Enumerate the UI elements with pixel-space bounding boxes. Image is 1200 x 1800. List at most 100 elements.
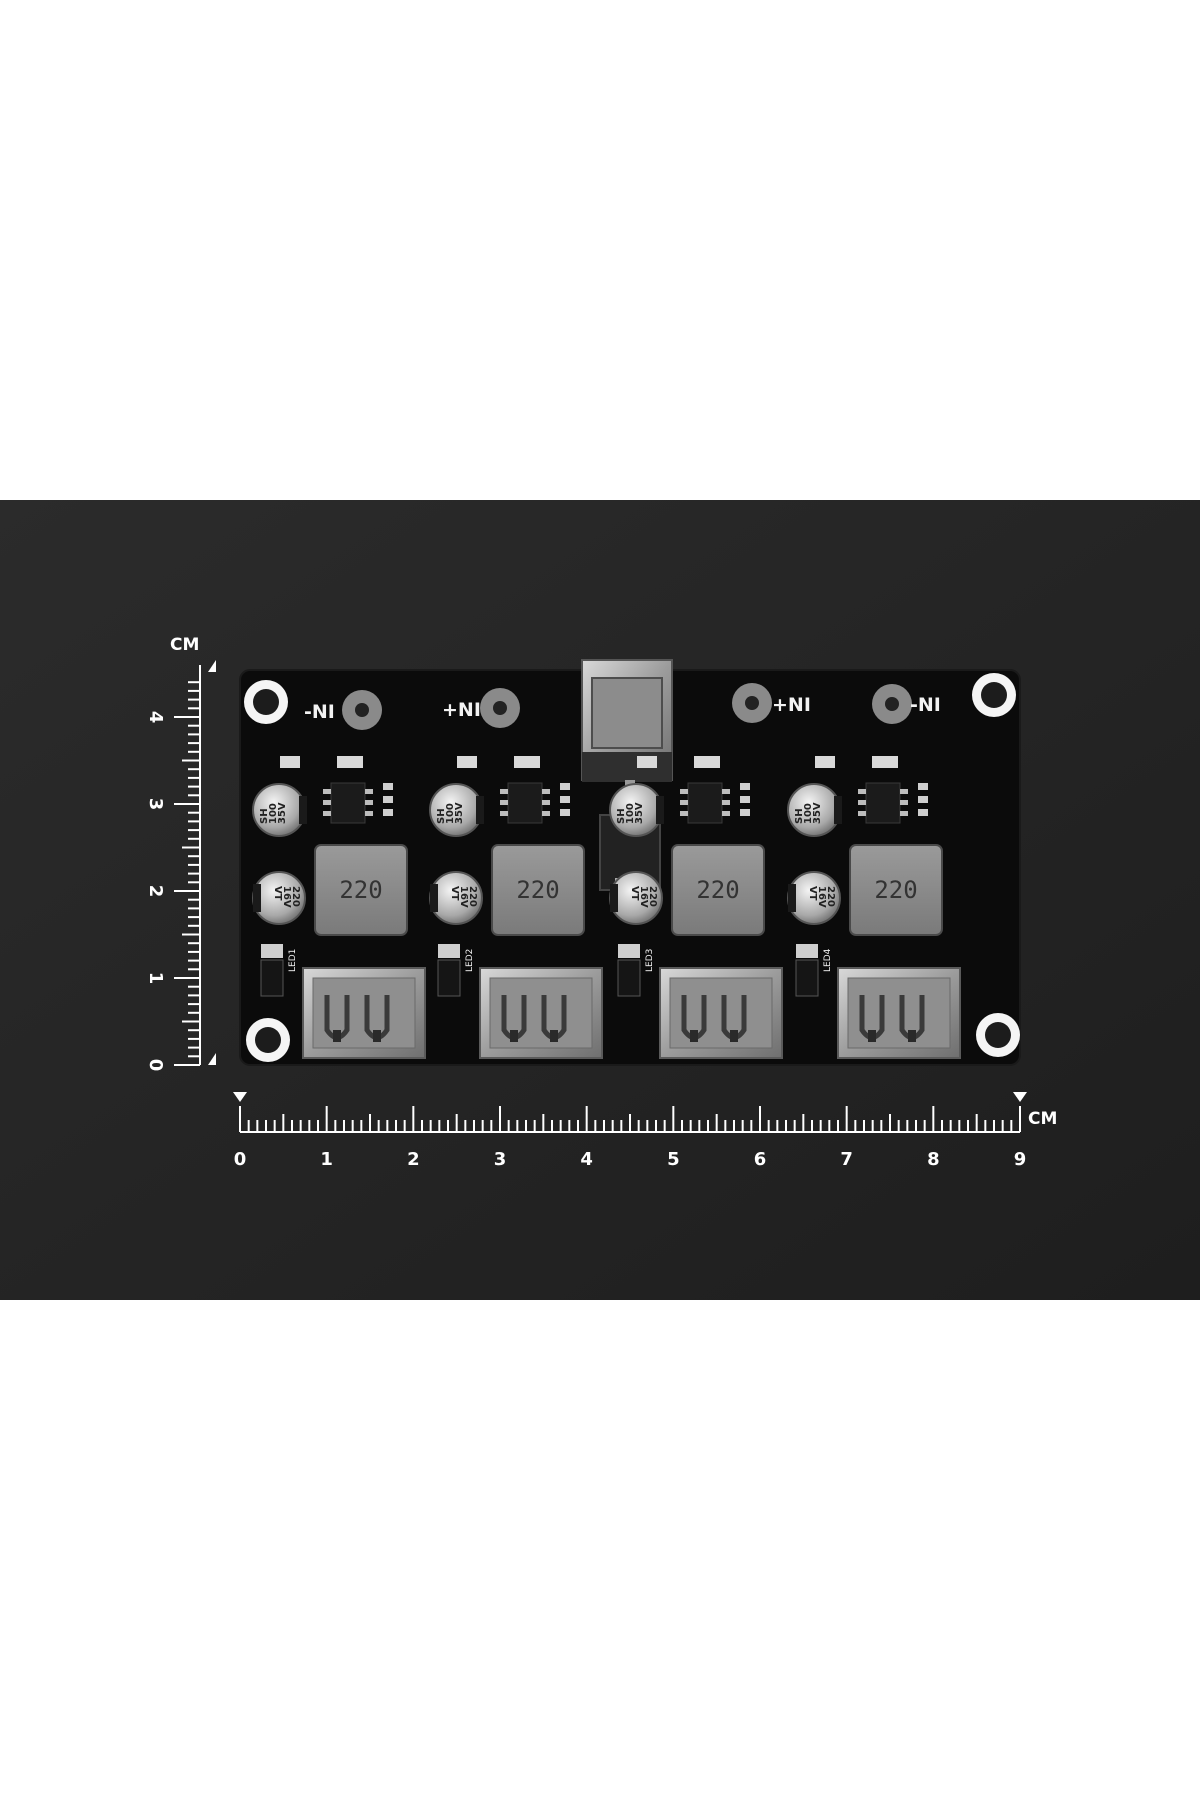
pin-pad xyxy=(872,684,912,724)
vertical-ruler-unit: CM xyxy=(170,635,199,655)
capacitor-marking: SH xyxy=(436,808,447,824)
smd-resistor xyxy=(694,756,720,768)
capacitor-marking: 100 xyxy=(625,803,636,824)
smd-capacitor xyxy=(560,796,570,803)
ruler-label: 2 xyxy=(145,885,166,898)
pin-pad xyxy=(342,690,382,730)
vertical-ruler: 0 1 2 3 4 CM xyxy=(145,635,216,1071)
dc-jack xyxy=(581,659,673,788)
capacitor-marking: SH xyxy=(794,808,805,824)
pin-label-2: +NI xyxy=(442,699,481,721)
inductor-marking: 220 xyxy=(874,876,917,904)
ruler-label: 0 xyxy=(145,1059,166,1072)
ruler-label: 7 xyxy=(840,1149,853,1170)
capacitor-marking: 100 xyxy=(445,803,456,824)
capacitor-marking: 16V xyxy=(281,886,292,908)
smd-capacitor xyxy=(560,809,570,816)
capacitor-marking: 35V xyxy=(277,802,288,824)
smd-led xyxy=(438,944,460,958)
mounting-hole xyxy=(972,673,1016,717)
ruler-label: 3 xyxy=(494,1149,507,1170)
mounting-hole xyxy=(976,1013,1020,1057)
ruler-label: 4 xyxy=(145,711,166,724)
smd-resistor xyxy=(280,756,300,768)
capacitor-marking: VT xyxy=(449,886,460,901)
ruler-label: 8 xyxy=(927,1149,940,1170)
smd-resistor xyxy=(457,756,477,768)
capacitor-marking: 35V xyxy=(634,802,645,824)
smd-led xyxy=(796,944,818,958)
ruler-label: 1 xyxy=(320,1149,333,1170)
smd-capacitor xyxy=(918,796,928,803)
ruler-label: 5 xyxy=(667,1149,680,1170)
capacitor-marking: 16V xyxy=(638,886,649,908)
inductor-marking: 220 xyxy=(696,876,739,904)
capacitor-marking: VT xyxy=(272,886,283,901)
pin-pad xyxy=(732,683,772,723)
ruler-label: 1 xyxy=(145,972,166,985)
capacitor-marking: VT xyxy=(629,886,640,901)
regulator-ic xyxy=(680,782,730,824)
led-label: LED1 xyxy=(288,949,298,972)
pin-label-1: -NI xyxy=(304,701,335,723)
ruler-label: 2 xyxy=(407,1149,420,1170)
mounting-hole xyxy=(244,680,288,724)
power-inductor: 220 xyxy=(314,844,408,936)
capacitor-marking: VT xyxy=(807,886,818,901)
usb-a-port xyxy=(659,967,783,1059)
capacitor-marking: 220 xyxy=(290,886,301,907)
smd-resistor xyxy=(637,756,657,768)
usb-a-port xyxy=(837,967,961,1059)
ruler-label: 6 xyxy=(754,1149,767,1170)
capacitor-marking: 16V xyxy=(816,886,827,908)
power-inductor: 220 xyxy=(491,844,585,936)
smd-resistor xyxy=(514,756,540,768)
smd-diode xyxy=(437,959,461,997)
led-label: LED4 xyxy=(823,948,833,972)
smd-diode xyxy=(617,959,641,997)
ruler-label: 9 xyxy=(1014,1149,1027,1170)
led-label: LED3 xyxy=(645,949,655,972)
smd-capacitor xyxy=(383,809,393,816)
inductor-marking: 220 xyxy=(339,876,382,904)
smd-diode xyxy=(260,959,284,997)
capacitor-marking: 16V xyxy=(458,886,469,908)
led-label: LED2 xyxy=(465,949,475,972)
horizontal-ruler: 0 1 2 3 4 5 6 7 8 9 CM xyxy=(233,1092,1057,1170)
regulator-ic xyxy=(500,782,550,824)
ruler-label: 4 xyxy=(580,1149,593,1170)
ruler-label: 0 xyxy=(234,1149,247,1170)
capacitor-marking: SH xyxy=(616,808,627,824)
capacitor-marking: 220 xyxy=(467,886,478,907)
usb-a-port xyxy=(479,967,603,1059)
pin-label-3: +NI xyxy=(772,694,811,716)
capacitor-marking: 220 xyxy=(825,886,836,907)
smd-capacitor xyxy=(918,783,928,790)
smd-capacitor xyxy=(740,796,750,803)
horizontal-ruler-unit: CM xyxy=(1028,1109,1057,1129)
ruler-label: 3 xyxy=(145,798,166,811)
smd-resistor xyxy=(337,756,363,768)
smd-led xyxy=(261,944,283,958)
inductor-marking: 220 xyxy=(516,876,559,904)
regulator-ic xyxy=(323,782,373,824)
smd-led xyxy=(618,944,640,958)
smd-diode xyxy=(795,959,819,997)
smd-capacitor xyxy=(740,809,750,816)
smd-capacitor xyxy=(740,783,750,790)
capacitor-marking: 35V xyxy=(454,802,465,824)
power-inductor: 220 xyxy=(671,844,765,936)
capacitor-marking: 35V xyxy=(812,802,823,824)
power-inductor: 220 xyxy=(849,844,943,936)
